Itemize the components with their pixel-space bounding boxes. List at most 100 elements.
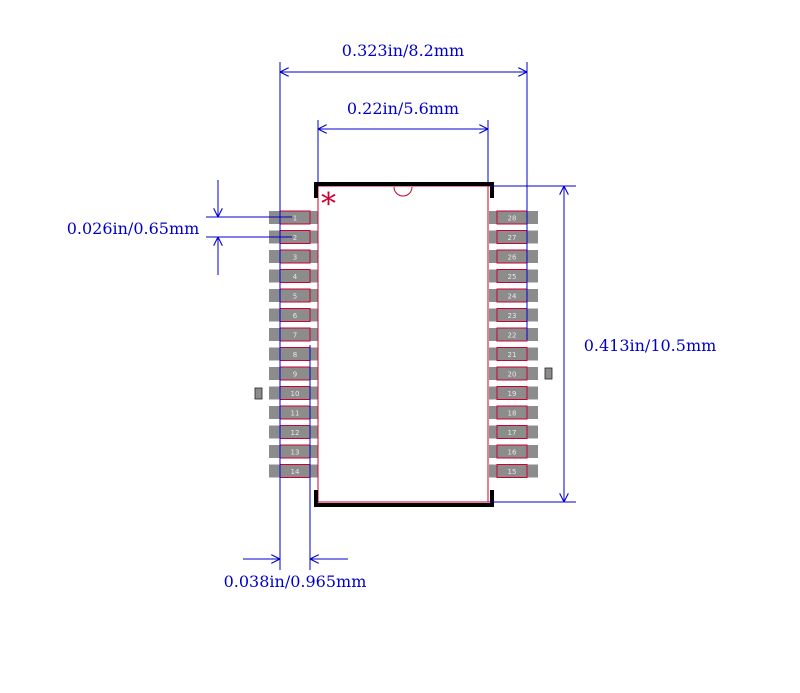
left-pad-4: 4 [269,269,318,283]
pad-rect [269,367,318,380]
body-corner-marks [314,182,494,507]
right-pad-25: 25 [489,269,538,283]
left-pad-14: 14 [269,464,318,478]
pin-number: 28 [508,215,517,223]
right-pad-20: 20 [489,366,538,381]
right-pad-27: 27 [489,230,538,244]
dimension-body-width [317,120,489,182]
pin-number: 13 [291,449,300,457]
pin-number: 18 [508,410,517,418]
pad-rect [489,464,538,478]
pad-rect [489,386,538,400]
pad-rect [489,347,538,361]
pad-outline [496,425,528,439]
left-pad-8: 8 [269,347,318,361]
left-pad-9: 9 [269,366,318,381]
pin-number: 15 [508,468,517,476]
right-pad-17: 17 [489,425,538,439]
pad-rect [269,289,318,302]
right-pad-23: 23 [489,308,538,322]
pin-number: 4 [293,273,298,281]
pad-rect [489,269,538,283]
left-pad-10: 10 [269,386,318,400]
pin-number: 3 [293,254,297,262]
left-pad-5: 5 [269,288,318,303]
pin-number: 16 [508,449,517,457]
pad-rect [269,230,318,244]
left-pad-3: 3 [269,249,318,264]
pad-rect [269,347,318,361]
pad-rect [489,230,538,244]
pin-number: 2 [293,234,297,242]
pad-rect [489,211,538,224]
length-label: 0.413in/10.5mm [584,336,717,355]
pad-rect [489,367,538,380]
pin-number: 24 [508,293,517,301]
pad-rect [269,464,318,478]
left-pad-13: 13 [269,444,318,459]
pad-rect [489,425,538,439]
package-outline [317,185,490,503]
pin-number: 25 [508,273,517,281]
pad-width-label: 0.038in/0.965mm [224,572,367,591]
right-pad-18: 18 [489,405,538,420]
pad-rect [269,250,318,263]
pin-number: 14 [291,468,300,476]
pin-number: 23 [508,312,517,320]
pin-number: 5 [293,293,297,301]
right-pad-24: 24 [489,288,538,303]
pin1-marker: * [321,187,336,222]
overall-width-label: 0.323in/8.2mm [342,41,464,60]
pin-number: 22 [508,332,517,340]
pad-rect [269,308,318,322]
right-fiducial [544,367,553,380]
pad-rect [269,328,318,341]
pad-outline [496,366,528,381]
pin-number: 9 [293,371,297,379]
pitch-label: 0.026in/0.65mm [67,219,200,238]
pad-rect [489,328,538,341]
right-pad-19: 19 [489,386,538,400]
pin-number: 1 [293,215,297,223]
right-pad-21: 21 [489,347,538,361]
pad-rect [489,289,538,302]
pin-number: 8 [293,351,297,359]
left-pad-12: 12 [269,425,318,439]
right-pad-16: 16 [489,444,538,459]
pad-rect [489,250,538,263]
pin-number: 12 [291,429,300,437]
pin-number: 10 [291,390,300,398]
pad-rect [269,269,318,283]
pad-rect [269,445,318,458]
pin-number: 20 [508,371,517,379]
right-pad-26: 26 [489,249,538,264]
pad-rect [269,406,318,419]
pad-rect [269,425,318,439]
pin-number: 19 [508,390,517,398]
dimension-length [490,185,576,503]
right-pad-column: 28 27 26 25 24 23 22 21 20 19 18 17 16 15 [489,210,538,478]
right-pad-28: 28 [489,210,538,225]
pad-rect [489,445,538,458]
pad-rect [269,211,318,224]
pin-number: 6 [293,312,298,320]
left-pad-11: 11 [269,405,318,420]
pin-number: 11 [291,410,300,418]
pin-number: 7 [293,332,297,340]
right-pad-15: 15 [489,464,538,478]
dimension-pad-width [243,345,348,570]
pad-outline [496,386,528,400]
pad-rect [489,406,538,419]
pad-rect [489,308,538,322]
dimension-overall-width [279,62,528,570]
pin-number: 17 [508,429,517,437]
dimension-pitch [206,180,292,275]
pad-outline [496,347,528,361]
body-width-label: 0.22in/5.6mm [347,99,459,118]
right-pad-22: 22 [489,327,538,342]
pin-number: 21 [508,351,517,359]
left-pad-6: 6 [269,308,318,322]
pad-rect [269,386,318,400]
